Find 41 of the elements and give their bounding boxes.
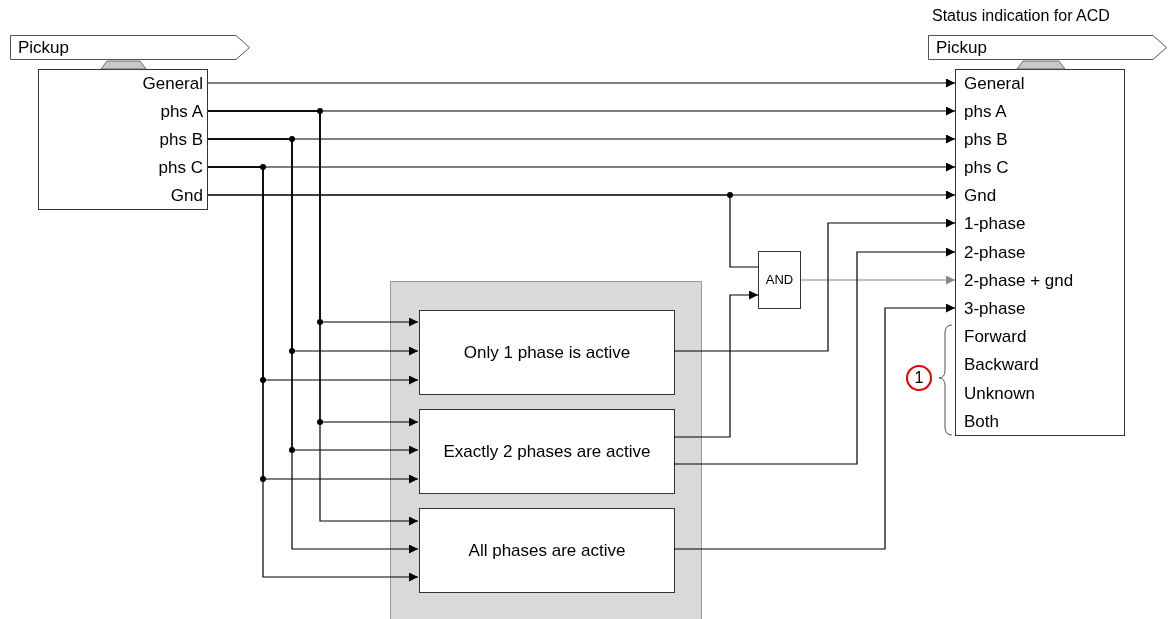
node-label: 2-phase — [964, 242, 1026, 265]
connector-arrow — [673, 303, 956, 550]
node-label: Only 1 phase is active — [463, 341, 631, 364]
connector-arrow — [673, 218, 956, 352]
node-label: 2-phase + gnd — [964, 270, 1074, 293]
node-label: phs B — [159, 129, 203, 152]
node-label: All phases are active — [468, 539, 626, 562]
node-label: phs B — [964, 129, 1008, 152]
function-block — [955, 69, 1125, 436]
callout-number — [906, 365, 932, 391]
node-label: phs A — [964, 101, 1007, 124]
connector-arrow — [673, 247, 956, 465]
node-label: General — [964, 73, 1025, 96]
node-label: phs A — [160, 101, 203, 124]
node-label: Gnd — [170, 185, 203, 208]
node-label: phs C — [158, 157, 203, 180]
node-label: Exactly 2 phases are active — [443, 440, 651, 463]
node-label: 3-phase — [964, 298, 1026, 321]
node-label: General — [142, 73, 203, 96]
node-label: Both — [964, 411, 999, 434]
logic-block — [419, 310, 675, 395]
connector-arrow — [207, 78, 956, 88]
and-gate — [758, 251, 801, 309]
connector-arrow — [800, 275, 956, 285]
node-label: Forward — [964, 326, 1027, 349]
node-label: Backward — [964, 354, 1039, 377]
node-label: 1 — [914, 368, 924, 388]
signal-tag — [10, 35, 250, 60]
node-label: 1-phase — [964, 213, 1026, 236]
logic-block — [419, 409, 675, 494]
node-label: Pickup — [18, 36, 70, 59]
logic-block — [419, 508, 675, 593]
block-title: Status indication for ACD — [932, 6, 1110, 26]
node-label: Gnd — [964, 185, 997, 208]
node-label: Pickup — [936, 36, 988, 59]
connector-arrow — [673, 290, 759, 438]
group-panel — [390, 281, 702, 619]
function-block — [38, 69, 208, 210]
node-label: AND — [765, 271, 794, 290]
node-label: phs C — [964, 157, 1009, 180]
node-label: Unknown — [964, 383, 1035, 406]
